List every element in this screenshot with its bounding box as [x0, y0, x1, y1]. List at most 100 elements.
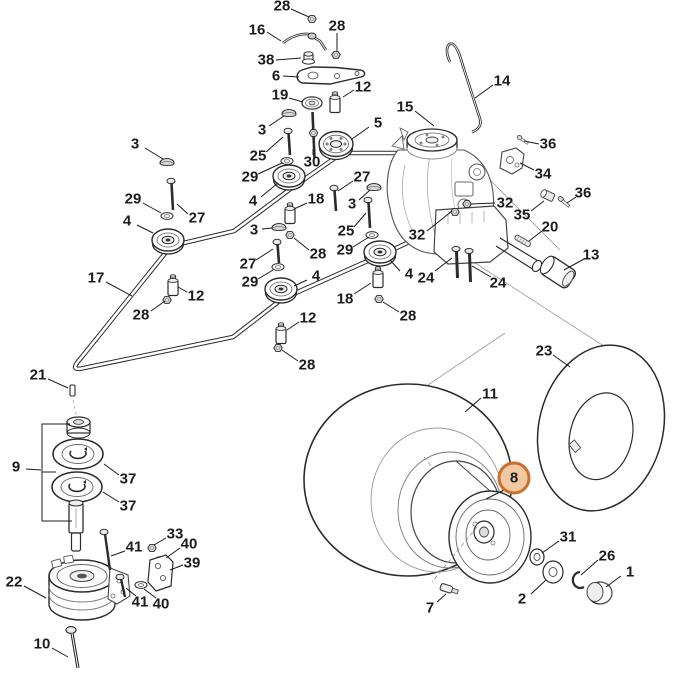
part-callout-12[interactable]: 12 — [299, 309, 317, 327]
part-callout-3[interactable]: 3 — [130, 135, 140, 153]
part-callout-28[interactable]: 28 — [298, 356, 316, 374]
leader-line-27 — [255, 248, 274, 261]
wheel-rim-8 — [410, 460, 532, 584]
part-callout-29[interactable]: 29 — [336, 241, 354, 259]
part-callout-31[interactable]: 31 — [559, 528, 577, 546]
part-callout-4[interactable]: 4 — [248, 192, 258, 210]
part-callout-24[interactable]: 24 — [489, 274, 507, 292]
flat-washer-2 — [542, 560, 564, 584]
part-callout-3[interactable]: 3 — [347, 195, 357, 213]
leader-line-33 — [153, 537, 167, 546]
part-callout-22[interactable]: 22 — [5, 573, 23, 591]
drive-belt — [72, 150, 471, 372]
part-callout-36[interactable]: 36 — [539, 135, 557, 153]
part-callout-13[interactable]: 13 — [582, 246, 600, 264]
part-callout-28[interactable]: 28 — [399, 307, 417, 325]
part-callout-40[interactable]: 40 — [152, 595, 170, 613]
part-callout-15[interactable]: 15 — [396, 98, 414, 116]
leader-line-8 — [485, 489, 505, 500]
part-callout-39[interactable]: 39 — [183, 554, 201, 572]
part-callout-40[interactable]: 40 — [180, 535, 198, 553]
part-callout-33[interactable]: 33 — [166, 525, 184, 543]
leader-line-3 — [261, 227, 273, 230]
part-callout-24[interactable]: 24 — [417, 269, 435, 287]
part-callout-29[interactable]: 29 — [241, 273, 259, 291]
part-callout-18[interactable]: 18 — [336, 290, 354, 308]
part-callout-27[interactable]: 27 — [188, 209, 206, 227]
part-callout-4[interactable]: 4 — [311, 267, 321, 285]
leader-line-29 — [257, 269, 274, 280]
part-callout-37[interactable]: 37 — [119, 497, 137, 515]
idler-arm-assembly — [272, 15, 366, 191]
part-callout-8-selected[interactable]: 8 — [497, 461, 531, 495]
leader-line-32 — [470, 202, 496, 205]
part-callout-28[interactable]: 28 — [273, 0, 291, 15]
part-callout-29[interactable]: 29 — [124, 190, 142, 208]
part-callout-17[interactable]: 17 — [87, 269, 105, 287]
part-callout-11[interactable]: 11 — [482, 385, 498, 403]
part-callout-5[interactable]: 5 — [373, 114, 383, 132]
part-callout-23[interactable]: 23 — [535, 342, 553, 360]
part-callout-41[interactable]: 41 — [125, 538, 143, 556]
part-callout-25[interactable]: 25 — [337, 222, 355, 240]
engine-pulley-15 — [406, 128, 458, 160]
leader-line-28 — [293, 237, 310, 251]
part-callout-21[interactable]: 21 — [29, 366, 47, 384]
leader-line-40 — [143, 588, 157, 599]
part-callout-30[interactable]: 30 — [303, 153, 321, 171]
hub-cap-1 — [586, 581, 613, 605]
part-callout-26[interactable]: 26 — [598, 547, 616, 565]
leader-line-17 — [105, 281, 133, 297]
valve-stem-7 — [439, 583, 459, 595]
part-callout-34[interactable]: 34 — [534, 165, 552, 183]
bolt-10 — [65, 626, 80, 669]
part-callout-3[interactable]: 3 — [249, 221, 259, 239]
leader-line-12 — [177, 286, 188, 293]
part-callout-25[interactable]: 25 — [249, 147, 267, 165]
part-callout-1[interactable]: 1 — [625, 563, 635, 581]
leader-line-18 — [293, 202, 308, 210]
part-callout-12[interactable]: 12 — [187, 287, 205, 305]
part-callout-32[interactable]: 32 — [408, 226, 426, 244]
part-callout-10[interactable]: 10 — [33, 635, 51, 653]
part-callout-28[interactable]: 28 — [328, 17, 346, 35]
part-callout-12[interactable]: 12 — [354, 78, 372, 96]
part-callout-27[interactable]: 27 — [239, 255, 257, 273]
part-callout-9[interactable]: 9 — [11, 458, 21, 476]
part-callout-38[interactable]: 38 — [257, 51, 275, 69]
part-callout-7[interactable]: 7 — [425, 599, 435, 617]
part-callout-29[interactable]: 29 — [241, 168, 259, 186]
leader-line-23 — [552, 354, 571, 368]
part-callout-3[interactable]: 3 — [257, 121, 267, 139]
part-callout-27[interactable]: 27 — [353, 168, 371, 186]
leader-line-25 — [265, 136, 284, 153]
part-callout-28[interactable]: 28 — [309, 245, 327, 263]
part-callout-18[interactable]: 18 — [307, 190, 325, 208]
part-callout-6[interactable]: 6 — [271, 67, 281, 85]
part-callout-37[interactable]: 37 — [119, 470, 137, 488]
part-callout-14[interactable]: 14 — [493, 72, 511, 90]
part-callout-19[interactable]: 19 — [271, 86, 289, 104]
part-callout-28[interactable]: 28 — [132, 306, 150, 324]
part-callout-32[interactable]: 32 — [496, 194, 514, 212]
part-callout-35[interactable]: 35 — [513, 206, 531, 224]
screw-36 — [516, 135, 529, 145]
part-callout-2[interactable]: 2 — [517, 590, 527, 608]
clutch-shaft — [68, 499, 84, 552]
leader-line-41 — [125, 587, 137, 597]
leader-line-20 — [528, 230, 543, 242]
part-callout-36[interactable]: 36 — [574, 184, 592, 202]
leader-line-4 — [389, 259, 401, 272]
leader-line-10 — [51, 647, 69, 658]
part-callout-4[interactable]: 4 — [122, 212, 132, 230]
part-callout-16[interactable]: 16 — [248, 21, 266, 39]
part-callout-20[interactable]: 20 — [541, 218, 559, 236]
leader-line-35 — [530, 200, 545, 212]
leader-line-5 — [351, 126, 370, 140]
part-callout-41[interactable]: 41 — [131, 593, 149, 611]
bolt-24 — [451, 245, 461, 279]
leader-line-15 — [414, 110, 435, 127]
interlock-switch-34 — [499, 147, 525, 175]
leader-line-31 — [541, 540, 560, 554]
part-callout-4[interactable]: 4 — [404, 265, 414, 283]
